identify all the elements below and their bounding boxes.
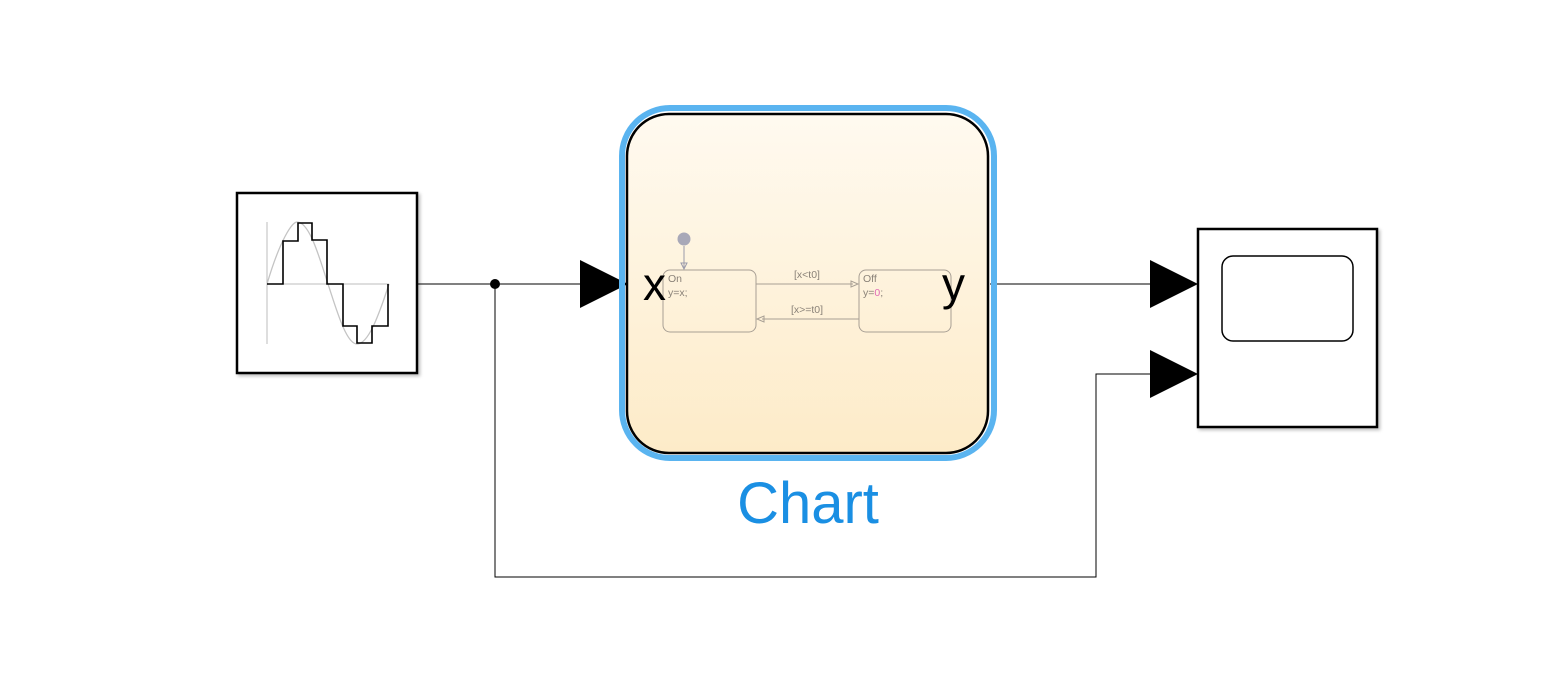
- chart-output-port-label: y: [942, 258, 965, 310]
- state-on[interactable]: [662, 269, 757, 333]
- state-off-name: Off: [863, 273, 877, 285]
- chart-block-name[interactable]: Chart: [737, 471, 879, 536]
- default-transition-dot: [677, 232, 691, 246]
- state-off[interactable]: [858, 269, 952, 333]
- chart-input-arrowhead: [580, 260, 628, 308]
- state-on-name: On: [668, 273, 682, 285]
- signal-lines: [418, 279, 1152, 578]
- state-off-action: y=0;: [863, 287, 883, 299]
- state-on-action: y=x;: [668, 287, 688, 299]
- scope-screen-icon: [1221, 255, 1354, 342]
- branch-point[interactable]: [490, 279, 500, 289]
- chart-selection-highlight: [619, 105, 997, 461]
- staircase-sine-icon: [266, 221, 390, 345]
- scope-input1-arrowhead: [1150, 260, 1198, 308]
- stateflow-diagram: On y=x; Off y=0; [x<t0] [x>=t0]: [662, 232, 952, 333]
- default-transition-arrow: [680, 262, 688, 271]
- scope-input2-arrowhead: [1150, 350, 1198, 398]
- transition-on-to-off-arrow: [850, 280, 860, 288]
- transition-off-to-on-arrow: [755, 315, 765, 323]
- transition-on-to-off-label: [x<t0]: [794, 269, 820, 281]
- transition-off-to-on-label: [x>=t0]: [791, 304, 823, 316]
- chart-input-port-label: x: [643, 258, 666, 310]
- signal-line-branch-to-scope[interactable]: [494, 284, 1152, 578]
